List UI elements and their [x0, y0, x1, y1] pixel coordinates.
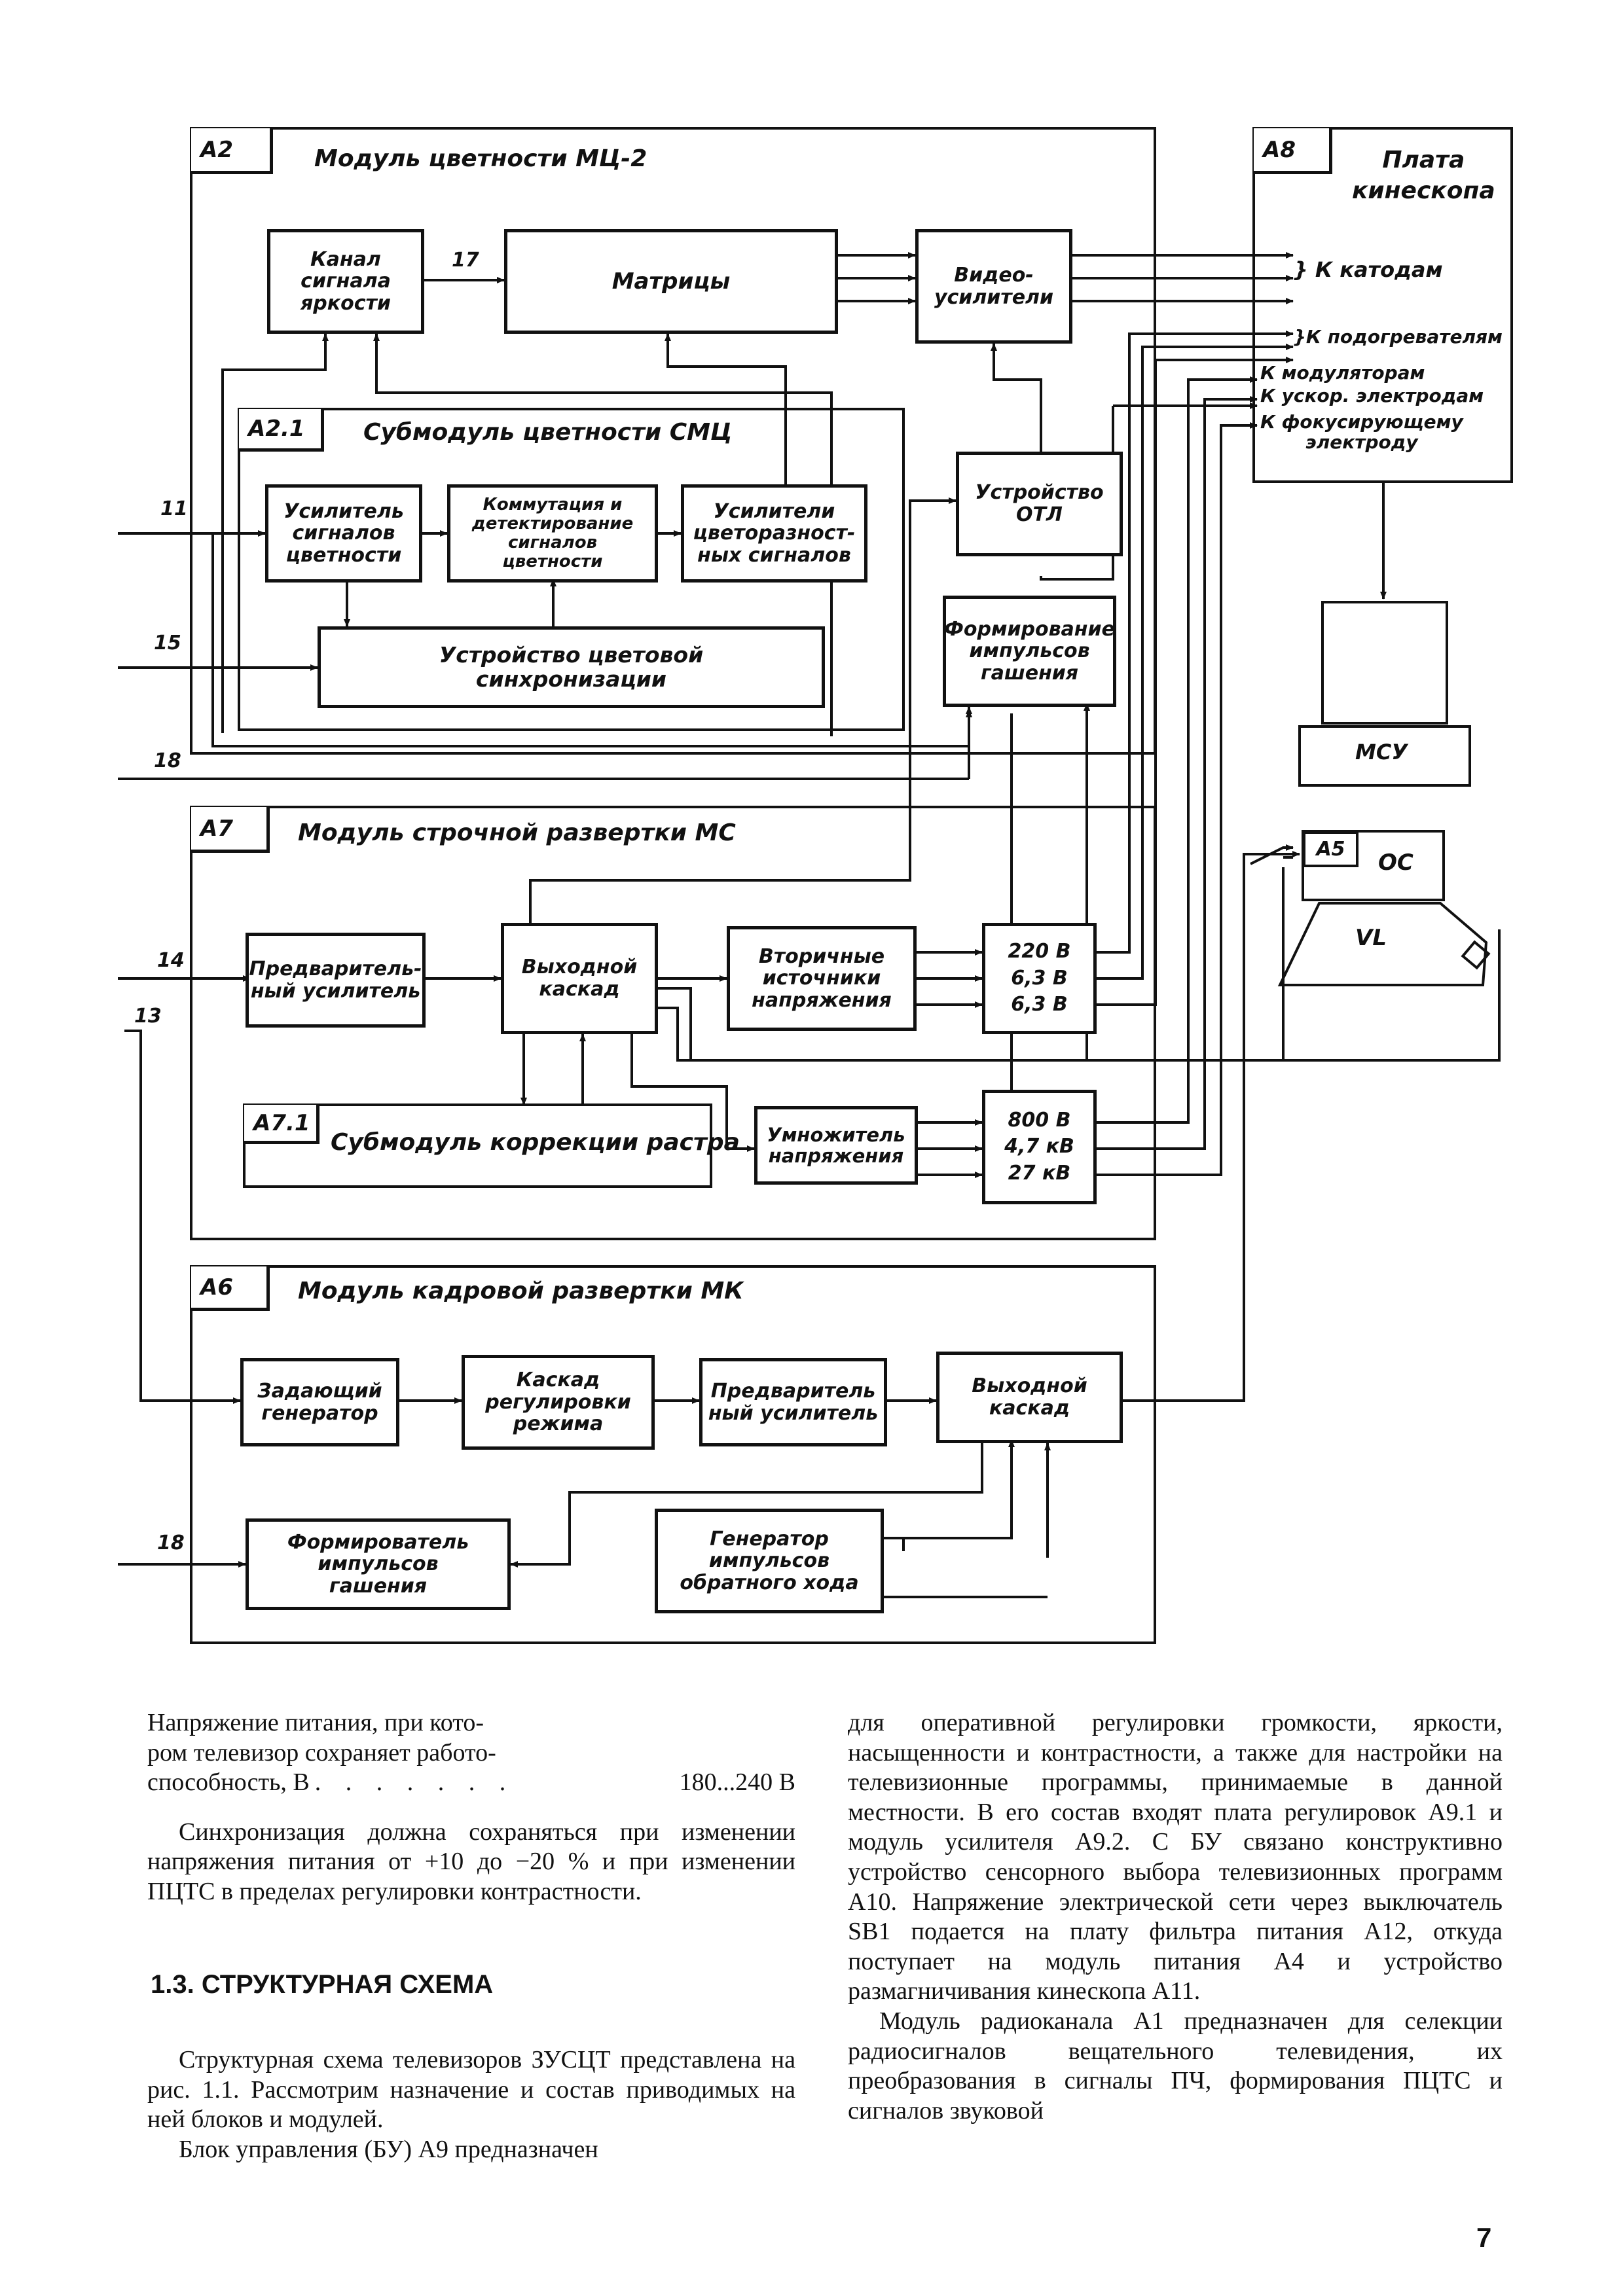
module-a2-tag: A2 — [191, 128, 273, 174]
right-column: для оперативной регулировки громкости, я… — [848, 1708, 1503, 2126]
module-a7-tag: A7 — [191, 807, 270, 853]
secondary-sources-block: Вторичные источники напряжения — [727, 926, 917, 1031]
matrices-block: Матрицы — [504, 229, 838, 334]
spec-line-2: ром телевизор сохраняет работо- — [147, 1738, 496, 1767]
color-diff-amps-block: Усилители цветоразност- ных сигналов — [681, 484, 867, 583]
module-a7-frame — [190, 806, 1156, 1240]
bu-paragraph: Блок управления (БУ) А9 предназначен — [179, 2135, 598, 2163]
input-13-label: 13 — [134, 1005, 162, 1028]
input-18b-label: 18 — [157, 1532, 185, 1554]
flyback-gen-block: Генератор импульсов обратного хода — [655, 1509, 884, 1613]
left-column-lower: Структурная схема телевизоров ЗУСЦТ пред… — [147, 2045, 795, 2164]
preamp-block: Предваритель- ный усилитель — [246, 933, 426, 1028]
spec-value: 180...240 В — [679, 1768, 795, 1797]
frame-preamp-block: Предваритель ный усилитель — [699, 1358, 887, 1446]
module-a21-frame — [238, 408, 905, 731]
module-a71-tag: A7.1 — [244, 1105, 319, 1144]
voltages-1-block: 220 В 6,3 В 6,3 В — [982, 923, 1097, 1034]
frame-output-block: Выходной каскад — [936, 1352, 1123, 1443]
output-stage-block: Выходной каскад — [501, 923, 658, 1034]
module-a71-title: Субмодуль коррекции растра — [331, 1129, 740, 1156]
module-a21-tag: A2.1 — [239, 409, 324, 452]
left-column: Напряжение питания, при кото- ром телеви… — [147, 1708, 795, 1907]
section-heading: 1.3. СТРУКТУРНАЯ СХЕМА — [151, 1970, 494, 1999]
modulators-label: К модуляторам — [1260, 362, 1425, 384]
otl-block: Устройство ОТЛ — [956, 452, 1123, 556]
voltages-2-block: 800 В 4,7 кВ 27 кВ — [982, 1090, 1097, 1204]
module-a6-tag: A6 — [191, 1266, 270, 1311]
signal-17-label: 17 — [452, 249, 479, 272]
multiplier-block: Умножитель напряжения — [754, 1106, 918, 1185]
right-paragraph-2: Модуль радиоканала А1 предназначен для с… — [848, 2007, 1503, 2125]
video-amps-block: Видео- усилители — [915, 229, 1072, 344]
mode-stage-block: Каскад регулировки режима — [462, 1355, 655, 1450]
focus-label: К фокусирующему электроду — [1260, 411, 1463, 453]
module-a71-frame — [243, 1103, 712, 1188]
heaters-label: }К подогревателям — [1293, 326, 1503, 348]
cathodes-label: } К катодам — [1293, 257, 1443, 282]
os-label: ОС — [1378, 850, 1413, 876]
master-osc-block: Задающий генератор — [240, 1358, 399, 1446]
accel-label: К ускор. электродам — [1260, 385, 1484, 406]
module-a8-title: Плата кинескопа — [1352, 147, 1495, 204]
module-a2-title: Модуль цветности МЦ-2 — [314, 145, 647, 172]
color-sync-block: Устройство цветовой синхронизации — [318, 626, 825, 708]
vl-label: VL — [1355, 925, 1387, 951]
spec-dots: . . . . . . . — [314, 1768, 515, 1797]
module-a6-frame — [190, 1265, 1156, 1644]
chroma-amp-block: Усилитель сигналов цветности — [265, 484, 422, 583]
module-a21-title: Субмодуль цветности СМЦ — [363, 419, 733, 446]
mcu-label: МСУ — [1355, 740, 1408, 764]
spec-line-1: Напряжение питания, при кото- — [147, 1709, 484, 1736]
struct-paragraph: Структурная схема телевизоров ЗУСЦТ пред… — [147, 2046, 795, 2134]
input-14-label: 14 — [157, 949, 185, 972]
a5-tag: А5 — [1303, 831, 1359, 867]
spec-line-3: способность, В . . . . . . . 180...240 В — [147, 1768, 795, 1798]
sync-paragraph: Синхронизация должна сохраняться при изм… — [147, 1818, 795, 1905]
input-11-label: 11 — [160, 497, 188, 520]
module-a6-title: Модуль кадровой развертки МК — [298, 1278, 744, 1304]
input-15-label: 15 — [154, 632, 181, 655]
luma-channel-block: Канал сигнала яркости — [267, 229, 424, 334]
switch-detect-block: Коммутация и детектирование сигналов цве… — [447, 484, 658, 583]
right-paragraph-1: для оперативной регулировки громкости, я… — [848, 1709, 1503, 2005]
module-a8-tag: A8 — [1254, 128, 1332, 174]
blank-former-frame-block: Формирователь импульсов гашения — [246, 1518, 511, 1610]
page-number: 7 — [1476, 2222, 1492, 2253]
module-a7-title: Модуль строчной развертки МС — [298, 819, 736, 846]
spec-label: способность, В — [147, 1768, 310, 1797]
blanking-former-block: Формирование импульсов гашения — [943, 596, 1116, 707]
input-18-label: 18 — [154, 749, 181, 772]
